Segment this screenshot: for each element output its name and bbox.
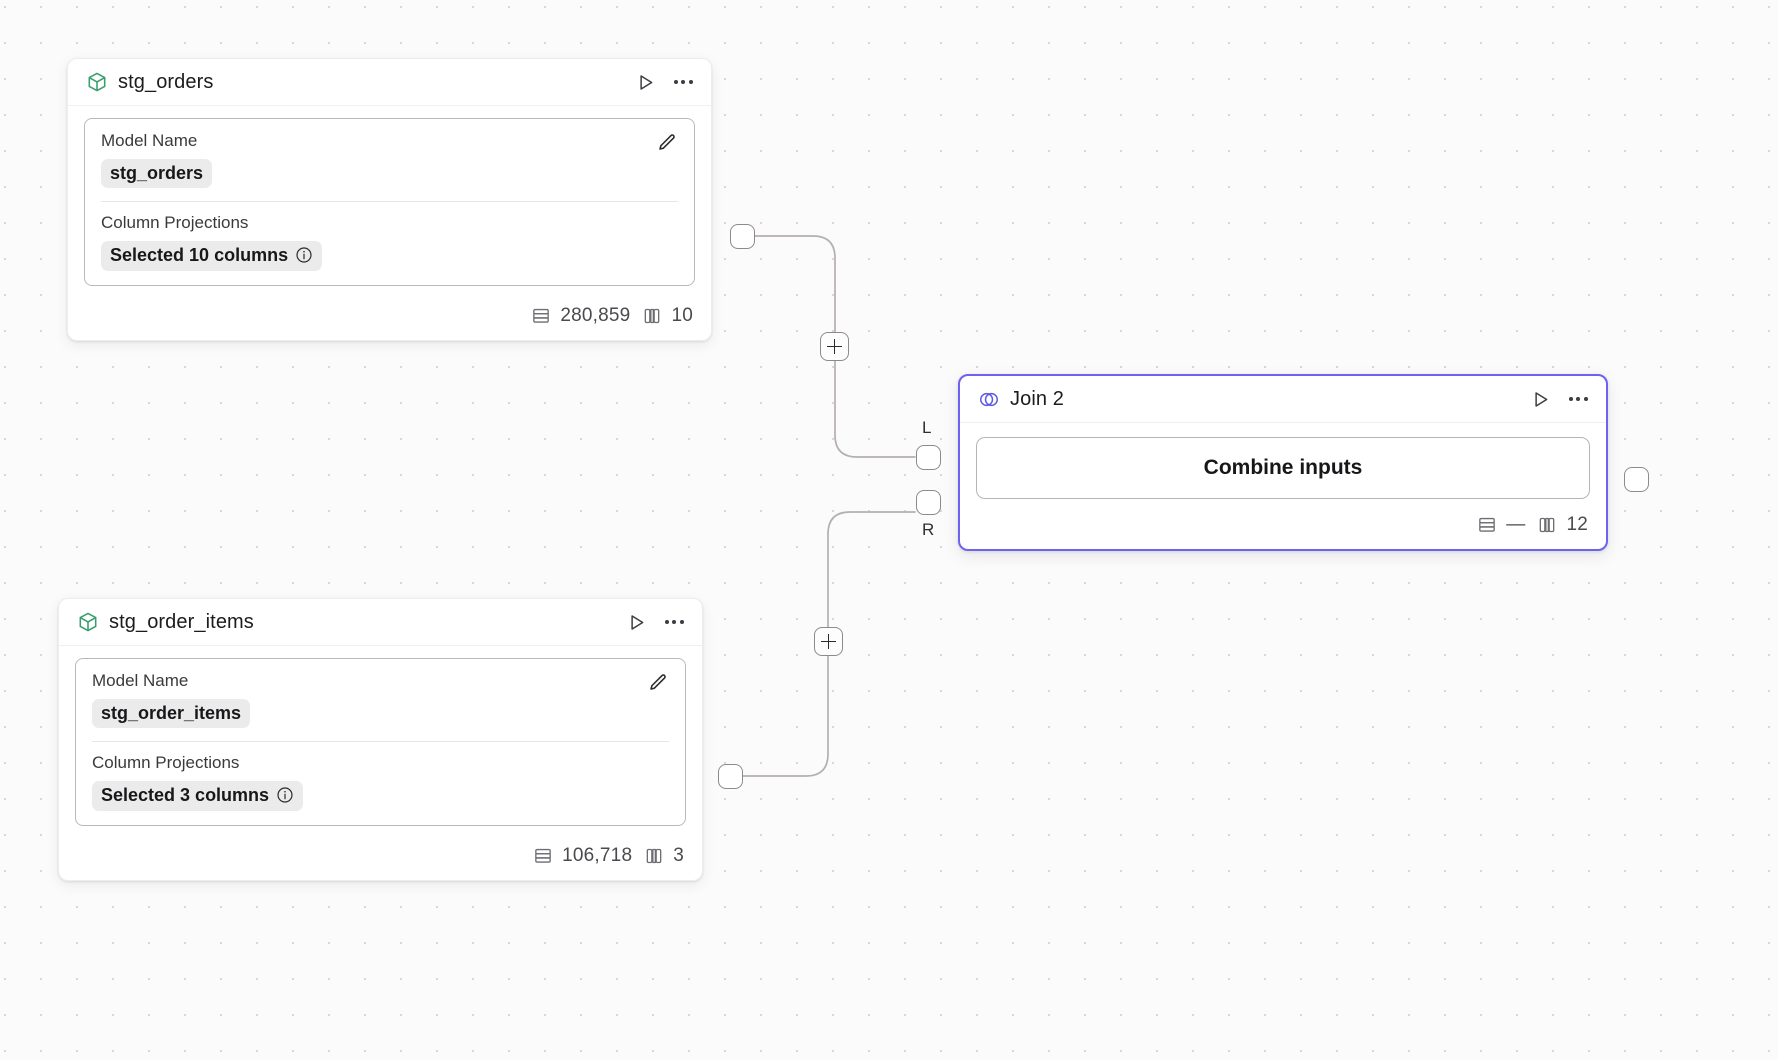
plus-icon xyxy=(821,634,836,649)
column-projections-label: Column Projections xyxy=(101,213,249,233)
node-title: stg_order_items xyxy=(109,610,254,633)
column-count-value: 10 xyxy=(671,304,693,326)
play-icon[interactable] xyxy=(624,610,648,634)
input-port-join-left[interactable] xyxy=(916,445,941,470)
rows-icon xyxy=(1477,515,1497,535)
node-header-actions xyxy=(624,610,686,634)
model-name-value[interactable]: stg_order_items xyxy=(92,698,251,729)
model-name-row: Model Name stg_order_items xyxy=(92,670,671,729)
column-count-value: 3 xyxy=(673,844,684,866)
plus-icon xyxy=(827,339,842,354)
info-icon[interactable] xyxy=(276,786,294,804)
node-join-2[interactable]: Join 2 Combine inputs xyxy=(958,374,1608,551)
rows-icon xyxy=(533,846,553,866)
play-icon[interactable] xyxy=(633,70,657,94)
venn-join-icon xyxy=(978,388,1000,410)
columns-icon xyxy=(1537,515,1557,535)
more-options-icon[interactable] xyxy=(662,610,686,634)
node-body: Combine inputs xyxy=(960,423,1606,505)
model-config-panel: Model Name stg_order_items Column Projec… xyxy=(75,658,686,826)
column-count-stat: 12 xyxy=(1537,514,1588,536)
rows-icon xyxy=(531,306,551,326)
model-name-label: Model Name xyxy=(92,671,189,690)
node-footer-stats: 280,859 10 xyxy=(68,296,711,340)
model-config-panel: Model Name stg_orders Column Projections… xyxy=(84,118,695,286)
column-projections-row: Column Projections Selected 3 columns xyxy=(92,753,669,811)
edge-add-button-top[interactable] xyxy=(820,332,849,361)
info-icon[interactable] xyxy=(295,246,313,264)
node-header: stg_orders xyxy=(68,59,711,106)
column-projections-value[interactable]: Selected 10 columns xyxy=(101,241,323,271)
row-count-value: — xyxy=(1506,514,1526,535)
node-header: Join 2 xyxy=(960,376,1606,423)
column-projections-text: Selected 3 columns xyxy=(101,785,270,806)
column-count-stat: 10 xyxy=(642,305,693,327)
pencil-icon[interactable] xyxy=(654,130,680,156)
node-footer-stats: 106,718 3 xyxy=(59,836,702,880)
node-stg-order-items[interactable]: stg_order_items Model Name stg_order_ite… xyxy=(58,598,703,881)
column-count-stat: 3 xyxy=(644,845,684,867)
column-projections-row: Column Projections Selected 10 columns xyxy=(101,213,678,271)
input-port-right-label: R xyxy=(922,520,935,539)
node-body: Model Name stg_orders Column Projections… xyxy=(68,106,711,296)
row-count-value: 106,718 xyxy=(562,844,633,866)
play-icon[interactable] xyxy=(1528,387,1552,411)
node-header-actions xyxy=(633,70,695,94)
node-title: Join 2 xyxy=(1010,387,1064,410)
more-options-icon[interactable] xyxy=(671,70,695,94)
input-port-join-right[interactable] xyxy=(916,490,941,515)
combine-inputs-button[interactable]: Combine inputs xyxy=(976,437,1590,499)
model-name-row: Model Name stg_orders xyxy=(101,130,680,189)
columns-icon xyxy=(642,306,662,326)
column-projections-label: Column Projections xyxy=(92,753,240,773)
more-options-icon[interactable] xyxy=(1566,387,1590,411)
cube-icon xyxy=(77,611,99,633)
columns-icon xyxy=(644,846,664,866)
divider xyxy=(101,201,678,203)
model-name-value[interactable]: stg_orders xyxy=(101,158,213,189)
node-stg-orders[interactable]: stg_orders Model Name stg_orders xyxy=(67,58,712,341)
row-count-value: 280,859 xyxy=(560,304,631,326)
row-count-stat: 106,718 xyxy=(533,845,632,867)
model-name-label: Model Name xyxy=(101,131,198,150)
cube-icon xyxy=(86,71,108,93)
node-title: stg_orders xyxy=(118,70,214,93)
row-count-stat: — xyxy=(1477,514,1525,536)
node-footer-stats: — 12 xyxy=(960,505,1606,549)
divider xyxy=(92,741,669,743)
output-port-stg-orders[interactable] xyxy=(730,224,755,249)
column-count-value: 12 xyxy=(1566,514,1588,535)
output-port-stg-order-items[interactable] xyxy=(718,764,743,789)
node-body: Model Name stg_order_items Column Projec… xyxy=(59,646,702,836)
node-header: stg_order_items xyxy=(59,599,702,646)
output-port-join-2[interactable] xyxy=(1624,467,1649,492)
column-projections-text: Selected 10 columns xyxy=(110,245,289,266)
input-port-left-label: L xyxy=(922,418,932,437)
column-projections-value[interactable]: Selected 3 columns xyxy=(92,781,304,811)
edge-add-button-bottom[interactable] xyxy=(814,627,843,656)
node-header-actions xyxy=(1528,387,1590,411)
pencil-icon[interactable] xyxy=(645,670,671,696)
row-count-stat: 280,859 xyxy=(531,305,630,327)
